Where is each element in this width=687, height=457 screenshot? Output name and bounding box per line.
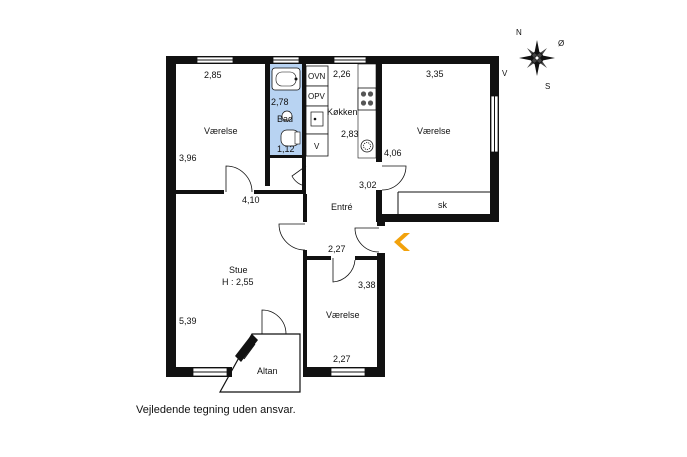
kitchen-width: 2,26	[333, 69, 351, 79]
wall-bedroom-bath	[265, 64, 270, 186]
doors	[225, 165, 407, 335]
wall-entry-bedroom-right	[355, 256, 377, 260]
wall-right-entry-top	[377, 214, 385, 226]
compass-south-label: S	[545, 82, 550, 91]
wall-living-entry-top	[303, 194, 307, 222]
washer-box	[305, 133, 329, 157]
bedroom-tl-name: Værelse	[204, 126, 238, 136]
washer-label: V	[314, 142, 320, 151]
disclaimer-text: Vejledende tegning uden ansvar.	[136, 404, 296, 416]
wall-bath-entry	[302, 158, 306, 194]
balcony-name: Altan	[257, 366, 278, 376]
bedroom-bottom-height: 3,38	[358, 280, 376, 290]
wall-bedroom-tl-bottom-left	[176, 190, 224, 194]
entry-depth: 2,27	[328, 244, 346, 254]
wall-kitchen-bedroom-lower	[376, 190, 382, 214]
bedroom-tr-height: 4,06	[384, 148, 402, 158]
bath-depth: 1,12	[277, 144, 295, 154]
wall-bath-kitchen	[302, 64, 306, 158]
bedroom-tl-width: 2,85	[204, 70, 222, 80]
door-balcony	[261, 309, 287, 335]
stove-burner-icon	[360, 91, 367, 97]
sink-icon	[281, 110, 293, 122]
door-bedroom-top-right	[381, 165, 407, 191]
room-labels: 2,85 Værelse 3,96 2,78 Bad 1,12 OVN OPV …	[179, 69, 451, 376]
living-height: 5,39	[179, 316, 197, 326]
wall-bath-bottom	[270, 155, 302, 158]
wall-entry-bedroom-left	[307, 256, 331, 260]
bedroom-tl-height: 3,96	[179, 153, 197, 163]
wall-right-lower	[377, 253, 385, 377]
wall-top	[166, 56, 499, 64]
stove-burner-icon	[360, 100, 367, 106]
compass-north-label: N	[516, 28, 522, 37]
balcony	[218, 333, 301, 393]
balcony-outline	[218, 333, 301, 393]
kitchen-sink-icon	[310, 111, 324, 127]
entrance-arrow-icon	[394, 233, 410, 251]
windows	[192, 56, 499, 377]
wall-living-bedroom	[303, 250, 307, 367]
door-bedroom-top-left	[225, 165, 253, 193]
bedroom-tr-width: 3,35	[426, 69, 444, 79]
wall-left	[166, 56, 176, 377]
kitchen-name: Køkken	[327, 107, 358, 117]
entry-width: 3,02	[359, 180, 377, 190]
living-name: Stue	[229, 265, 248, 275]
door-living	[278, 223, 306, 251]
door-bedroom-bottom	[332, 258, 356, 283]
entry-name: Entré	[331, 202, 353, 212]
door-entry	[354, 227, 380, 253]
wall-kitchen-bedroom	[376, 64, 382, 162]
wall-right-bottom	[376, 214, 499, 222]
door-bath	[291, 165, 307, 187]
kitchen-depth: 2,83	[341, 129, 359, 139]
stove-box	[357, 87, 377, 111]
bedroom-tr-name: Værelse	[417, 126, 451, 136]
compass-rose-icon	[519, 40, 555, 76]
kitchen-fixtures	[305, 63, 377, 159]
closet-label: sk	[438, 200, 448, 210]
bath-width: 2,78	[271, 97, 289, 107]
wall-bedroom-tl-bottom-right	[254, 190, 306, 194]
stove-burner-icon	[367, 91, 374, 97]
outer-walls	[166, 56, 499, 377]
stove-burner-icon	[367, 100, 374, 106]
bedroom-bottom-name: Værelse	[326, 310, 360, 320]
dishwasher-label: OPV	[308, 92, 326, 101]
living-width: 4,10	[242, 195, 260, 205]
living-ceiling-height: H : 2,55	[222, 277, 254, 287]
compass-east-label: Ø	[558, 39, 564, 48]
bedroom-bottom-width: 2,27	[333, 354, 351, 364]
bath-fixtures	[271, 67, 301, 147]
bathtub	[271, 67, 301, 91]
bath-name: Bad	[277, 114, 293, 124]
fridge-vent-icon	[360, 139, 374, 153]
oven-label: OVN	[308, 72, 326, 81]
interior-walls	[176, 64, 490, 367]
compass-west-label: V	[502, 69, 508, 78]
kitchen-sink-box	[305, 105, 329, 135]
balcony-wall	[235, 334, 258, 362]
kitchen-counter-right	[357, 63, 377, 159]
